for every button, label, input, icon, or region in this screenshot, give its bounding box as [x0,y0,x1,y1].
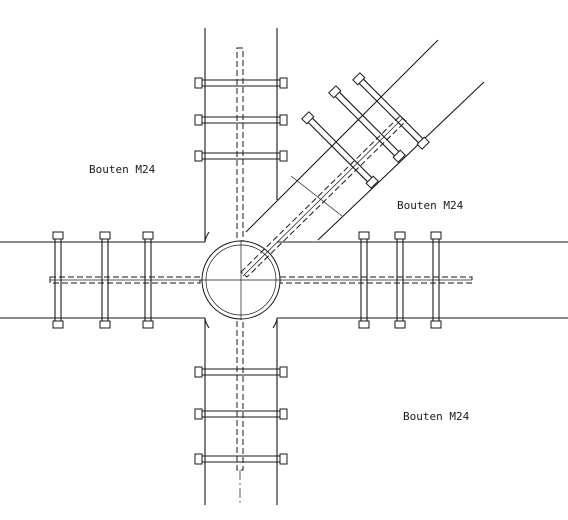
bolt [194,453,288,465]
bolt-group-horizontal-right [358,231,442,329]
bolt [194,77,288,89]
bolt [430,231,442,329]
central-node-tube [200,231,282,329]
bolt [301,111,379,189]
horizontal-member [0,241,568,319]
bolt-group-horizontal-left [52,231,154,329]
bolt [328,85,406,163]
bolt [352,72,430,150]
bolt [394,231,406,329]
diagonal-member [240,39,485,278]
bolt [358,231,370,329]
bolt-label-right-lower: Bouten M24 [403,410,470,423]
bolt-group-vertical-upper [194,77,288,162]
bolt [99,231,111,329]
bolt [194,114,288,126]
bolt [194,408,288,420]
bolt [194,366,288,378]
bolt [142,231,154,329]
bolt [52,231,64,329]
bolt [194,150,288,162]
bolt-group-diagonal [301,72,430,189]
bolt-group-vertical-lower [194,366,288,465]
bolt-label-right-upper: Bouten M24 [397,199,464,212]
bolt-label-left: Bouten M24 [89,163,156,176]
